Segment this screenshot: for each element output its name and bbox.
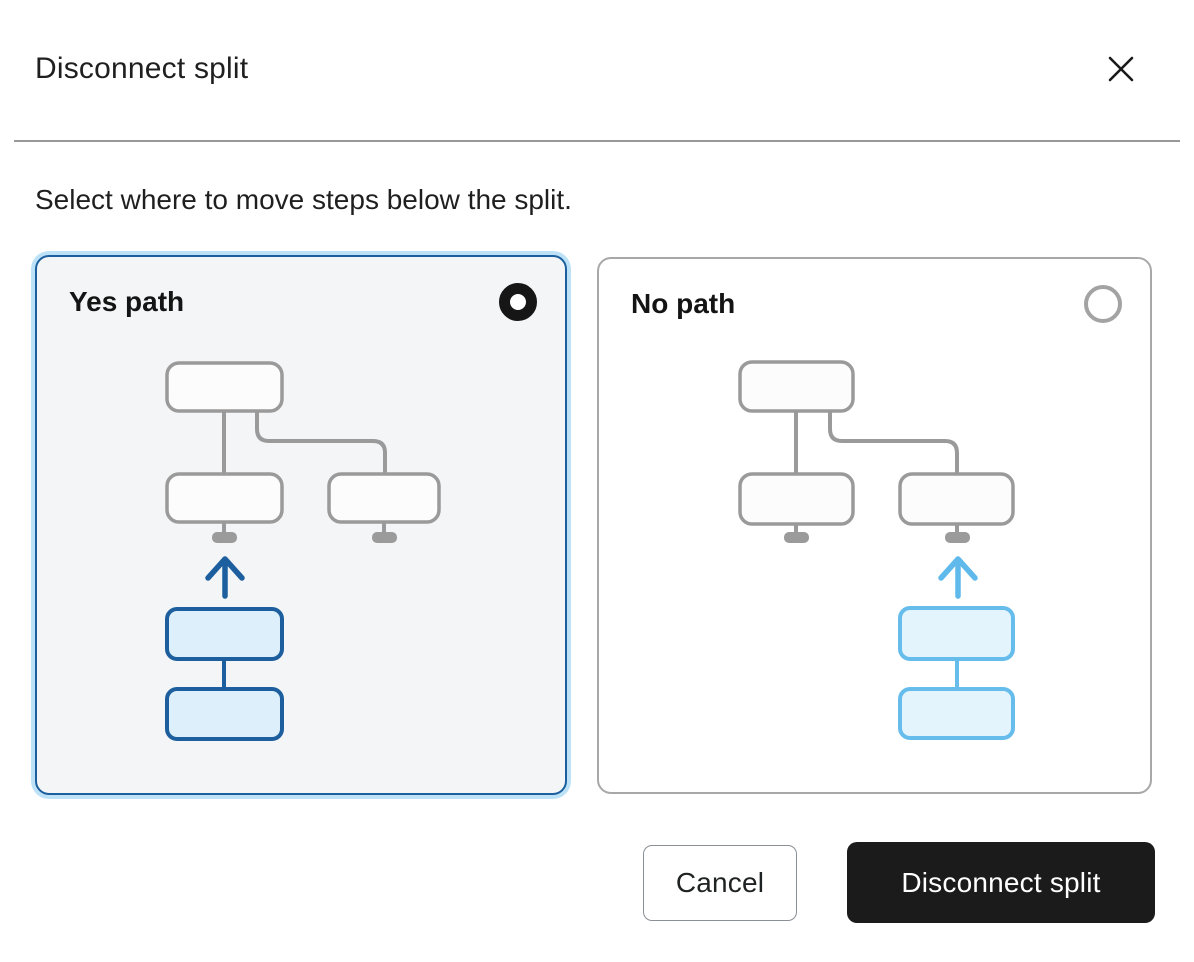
branch-endpoint-nub xyxy=(212,532,237,543)
yes-path-radio[interactable] xyxy=(499,283,537,321)
flow-trigger-box xyxy=(165,361,284,413)
option-card-header: Yes path xyxy=(37,257,565,321)
flow-no-branch-box xyxy=(898,472,1015,526)
flow-yes-branch-box xyxy=(738,472,855,526)
moved-step-box xyxy=(898,687,1015,740)
close-icon xyxy=(1108,56,1134,82)
dialog-description: Select where to move steps below the spl… xyxy=(35,184,572,215)
option-label: Yes path xyxy=(69,286,185,317)
flow-yes-branch-box xyxy=(165,472,284,524)
option-card-no-path[interactable]: No path xyxy=(597,257,1152,794)
no-path-diagram xyxy=(738,360,1015,740)
yes-path-diagram xyxy=(165,361,441,741)
option-card-yes-path[interactable]: Yes path xyxy=(35,255,567,795)
branch-endpoint-nub xyxy=(372,532,397,543)
header-divider xyxy=(14,140,1180,142)
connector-elbow xyxy=(828,410,959,478)
branch-endpoint-nub xyxy=(784,532,809,543)
arrow-up-icon xyxy=(938,556,978,599)
disconnect-split-button[interactable]: Disconnect split xyxy=(847,842,1155,923)
arrow-up-icon xyxy=(205,556,245,599)
branch-endpoint-nub xyxy=(945,532,970,543)
moved-step-box xyxy=(898,606,1015,661)
option-label: No path xyxy=(631,288,736,319)
moved-step-box xyxy=(165,607,284,661)
close-button[interactable] xyxy=(1098,46,1144,92)
option-card-header: No path xyxy=(599,259,1150,323)
flow-no-branch-box xyxy=(327,472,441,524)
dialog-title: Disconnect split xyxy=(35,52,249,85)
no-path-radio[interactable] xyxy=(1084,285,1122,323)
connector-elbow xyxy=(255,407,387,478)
cancel-button[interactable]: Cancel xyxy=(643,845,797,921)
moved-step-box xyxy=(165,687,284,741)
flow-trigger-box xyxy=(738,360,855,413)
